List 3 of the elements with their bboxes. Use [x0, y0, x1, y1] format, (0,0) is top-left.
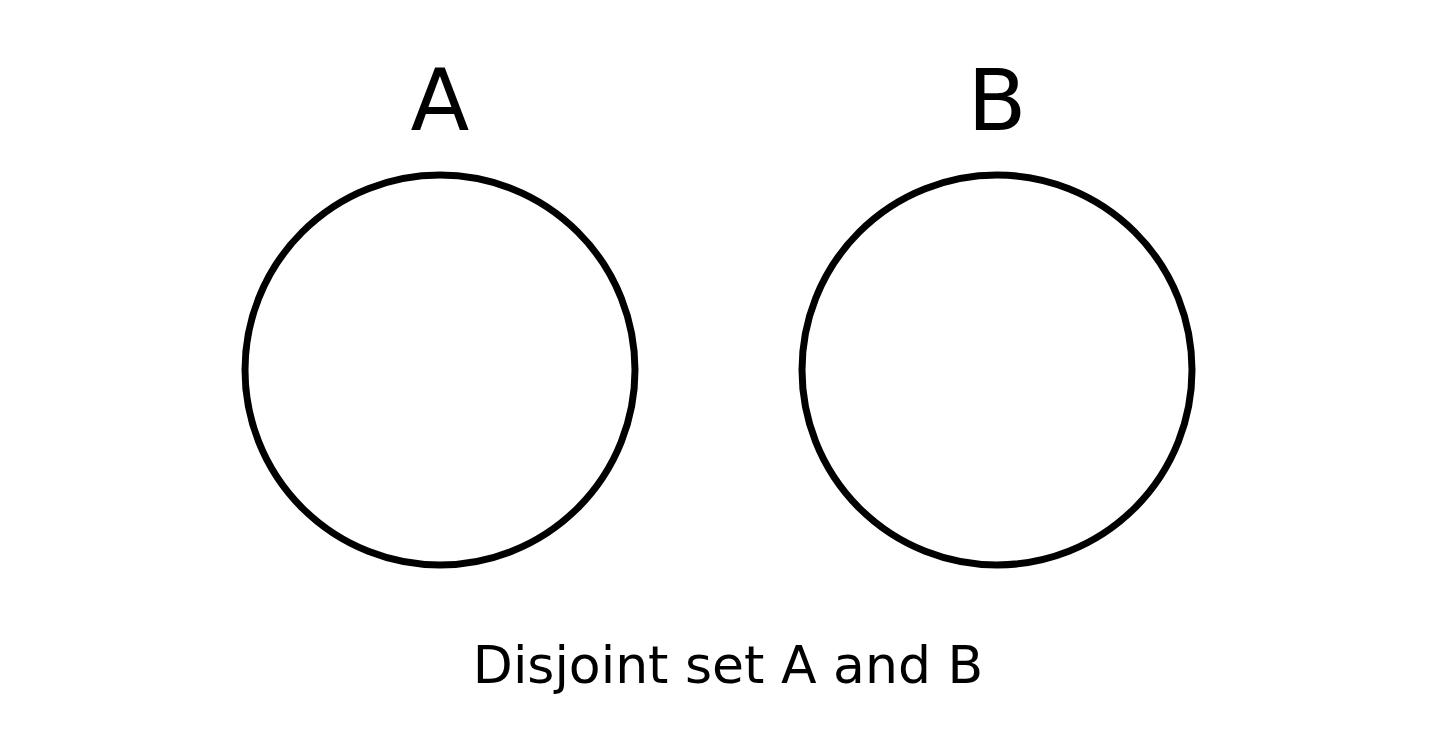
- caption: Disjoint set A and B: [472, 634, 984, 697]
- set-label: A: [410, 50, 470, 150]
- set-label: B: [967, 50, 1027, 150]
